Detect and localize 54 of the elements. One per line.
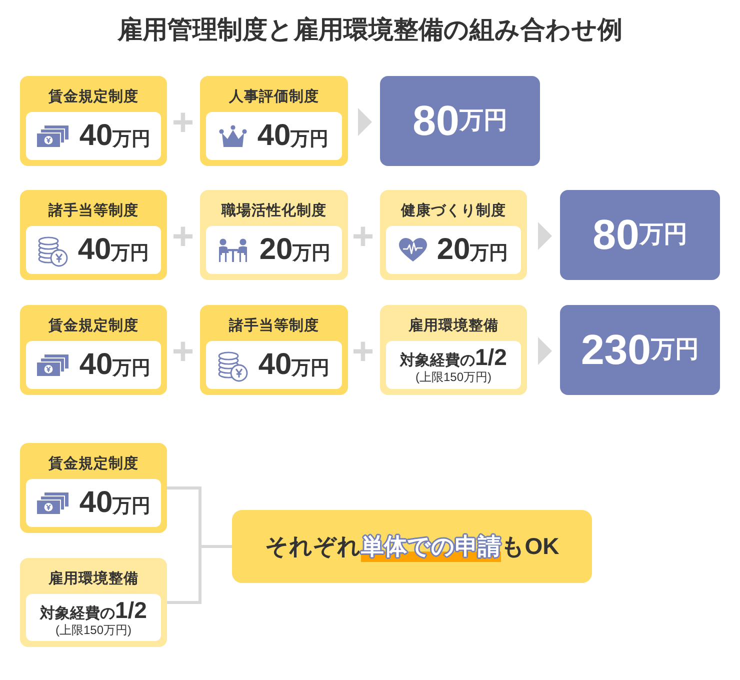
category-card [200, 190, 348, 280]
category-card [20, 558, 167, 647]
value-box [26, 226, 161, 274]
card-title: 雇用環境整備 [408, 317, 498, 335]
value-box [206, 226, 342, 274]
card-title: 賃金規定制度 [48, 317, 138, 335]
amount-text: 対象経費の1/2 [400, 346, 507, 369]
value-box [26, 112, 161, 160]
total-box: 80万円 [380, 76, 540, 166]
title: 雇用管理制度と雇用環境整備の組み合わせ例 [118, 15, 622, 46]
value-box [206, 341, 342, 389]
plus-sign: + [172, 111, 194, 135]
plus-sign: + [352, 340, 374, 364]
amount-text: 40万円 [79, 350, 151, 380]
amount-text: 40万円 [79, 121, 151, 151]
card-title: 雇用環境整備 [48, 570, 138, 588]
card-title: 人事評価制度 [229, 88, 319, 106]
plus-sign: + [172, 225, 194, 249]
total-box: 80万円 [560, 190, 720, 280]
plus-sign: + [172, 340, 194, 364]
value-box [26, 594, 161, 641]
card-title: 諸手当等制度 [48, 202, 138, 220]
value-box [26, 479, 161, 527]
value-box [26, 341, 161, 389]
value-box [386, 226, 521, 274]
card-title: 職場活性化制度 [222, 202, 326, 220]
category-card [380, 190, 527, 280]
category-card [200, 305, 348, 395]
amount-text: 40万円 [257, 121, 329, 151]
value-box [206, 112, 342, 160]
total-box: 230万円 [560, 305, 720, 395]
category-card [380, 305, 527, 395]
chevron-arrow [538, 222, 552, 250]
card-title: 諸手当等制度 [229, 317, 319, 335]
amount-text: 40万円 [78, 235, 150, 265]
note-text: (上限150万円) [55, 622, 132, 636]
chevron-arrow [358, 108, 372, 136]
amount-text: 40万円 [258, 350, 330, 380]
note-text: (上限150万円) [415, 370, 492, 384]
value-box [386, 341, 521, 389]
card-title: 健康づくり制度 [401, 202, 506, 220]
amount-text: 対象経費の1/2 [40, 598, 147, 622]
chevron-arrow [538, 337, 552, 365]
amount-text: 40万円 [79, 488, 151, 518]
category-card [200, 76, 348, 166]
category-card [20, 76, 167, 166]
plus-sign: + [352, 225, 374, 249]
category-card [20, 443, 167, 533]
card-title: 賃金規定制度 [48, 88, 138, 106]
amount-text: 20万円 [436, 235, 508, 265]
category-card [20, 190, 167, 280]
amount-text: 20万円 [259, 235, 331, 265]
category-card [20, 305, 167, 395]
card-title: 賃金規定制度 [48, 455, 138, 473]
